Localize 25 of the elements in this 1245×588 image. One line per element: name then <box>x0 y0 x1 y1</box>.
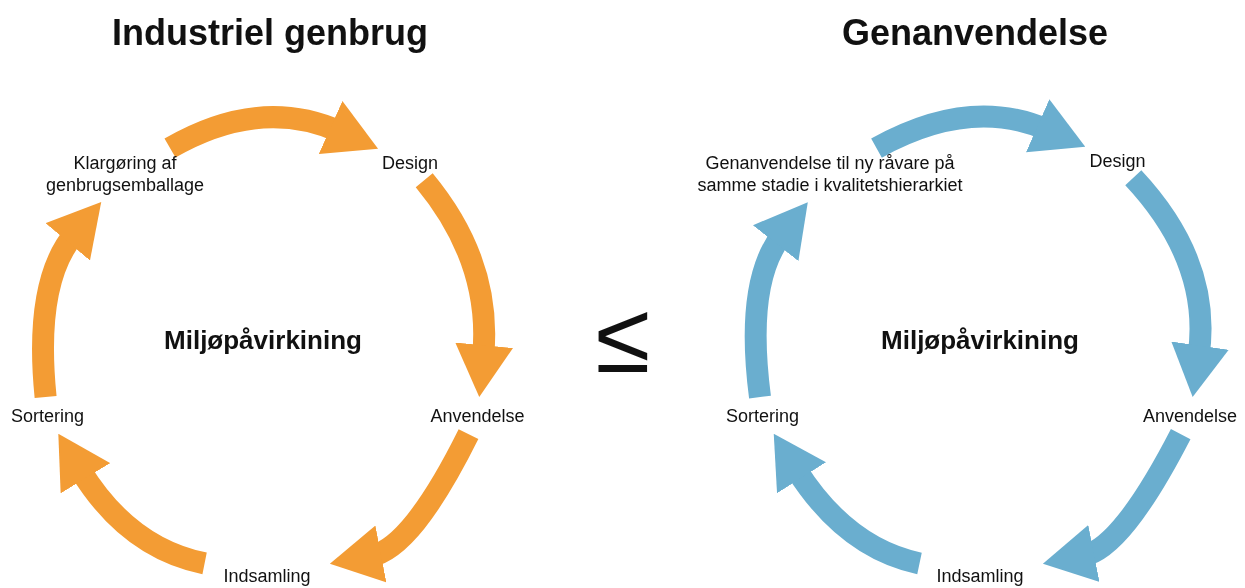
comparison-sign: ≤ <box>595 280 651 395</box>
step-label: Klargøring af genbrugsemballage <box>30 152 220 196</box>
step-label: Genanvendelse til ny råvare på samme stadie i kvalitetshierarkiet <box>680 152 980 196</box>
curved-arrow <box>772 434 923 575</box>
step-label: Sortering <box>0 405 95 427</box>
curved-arrow <box>1043 428 1191 581</box>
curved-arrow <box>744 200 806 399</box>
curved-arrow <box>415 173 513 398</box>
center-label: Miljøpåvirkining <box>164 325 362 356</box>
curved-arrow <box>871 99 1086 158</box>
step-label: Sortering <box>715 405 810 427</box>
center-label: Miljøpåvirkining <box>881 325 1079 356</box>
curved-arrow <box>164 100 379 158</box>
curved-arrow <box>330 429 479 581</box>
step-label: Design <box>1080 150 1155 172</box>
curved-arrow <box>32 200 100 398</box>
section-title: Industriel genbrug <box>112 12 428 54</box>
curved-arrow <box>1125 170 1229 398</box>
step-label: Design <box>375 152 445 174</box>
step-label: Indsamling <box>212 565 322 587</box>
step-label: Anvendelse <box>1135 405 1245 427</box>
step-label: Indsamling <box>925 565 1035 587</box>
step-label: Anvendelse <box>420 405 535 427</box>
curved-arrow <box>57 434 208 575</box>
section-title: Genanvendelse <box>841 12 1109 54</box>
